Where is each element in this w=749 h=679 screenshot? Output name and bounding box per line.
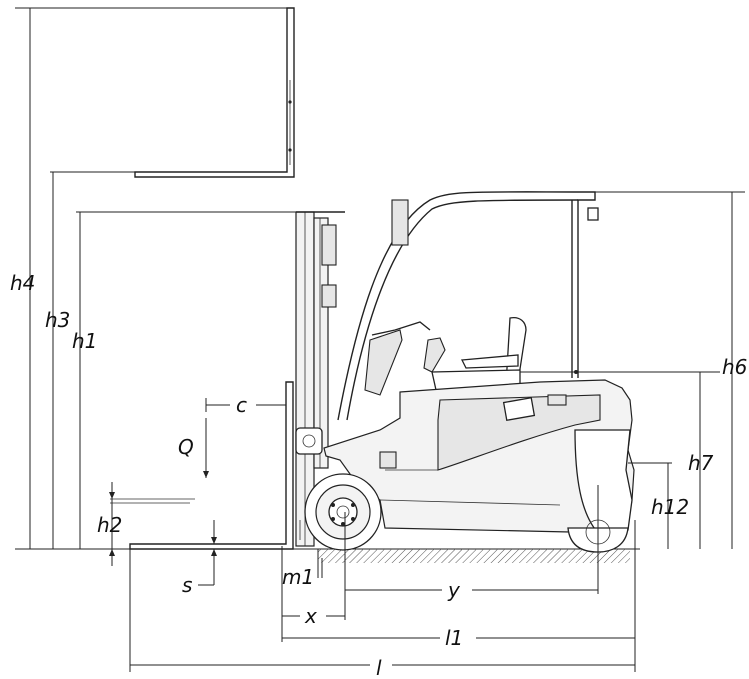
overhead-guard xyxy=(337,191,599,421)
seat xyxy=(431,316,527,391)
chassis xyxy=(323,379,635,536)
label-l1: l1 xyxy=(445,626,463,650)
label-x: x xyxy=(304,604,317,628)
label-h6: h6 xyxy=(722,355,747,379)
front-wheel xyxy=(304,473,382,551)
label-y: y xyxy=(447,578,461,602)
label-s: s xyxy=(182,573,192,597)
label-h7: h7 xyxy=(688,451,714,475)
label-m1: m1 xyxy=(282,565,314,589)
label-c: c xyxy=(236,393,247,417)
fork-lowered xyxy=(110,381,294,550)
steering xyxy=(364,321,446,396)
ground xyxy=(15,548,640,563)
fork-raised xyxy=(134,7,295,178)
label-h1: h1 xyxy=(72,329,97,353)
label-l: l xyxy=(376,656,382,679)
label-h3: h3 xyxy=(45,308,70,332)
label-Q: Q xyxy=(178,435,194,459)
label-h4: h4 xyxy=(10,271,35,295)
label-h2: h2 xyxy=(97,513,122,537)
mast xyxy=(295,211,345,547)
label-h12: h12 xyxy=(651,495,689,519)
